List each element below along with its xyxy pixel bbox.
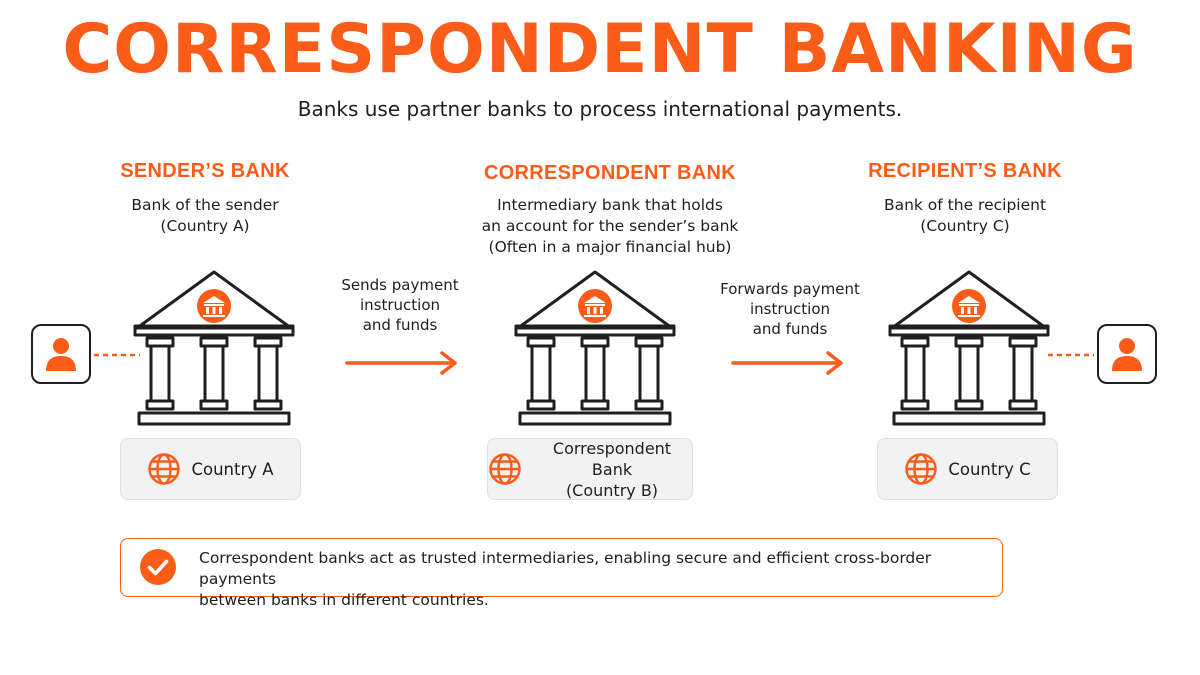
globe-icon	[905, 453, 938, 485]
bank-emblem-icon	[952, 289, 986, 323]
correspondent-country-line: Correspondent Bank	[552, 438, 672, 479]
recipient-bank-building-icon	[888, 270, 1050, 426]
globe-icon	[489, 453, 521, 485]
correspondent-bank-description: Intermediary bank that holds an account …	[440, 195, 780, 258]
page-subtitle: Banks use partner banks to process inter…	[297, 97, 903, 121]
check-circle-icon	[140, 549, 176, 585]
correspondent-desc-line: an account for the sender’s bank	[481, 217, 739, 235]
person-icon	[1112, 338, 1142, 371]
correspondent-country-box: Correspondent Bank (Country B)	[487, 438, 693, 500]
recipient-desc-line: Bank of the recipient	[883, 196, 1047, 214]
sender-desc-line: Bank of the sender	[131, 196, 279, 214]
correspondent-bank-title: CORRESPONDENT BANK	[483, 162, 737, 184]
person-icon	[46, 338, 76, 371]
bank-emblem-icon	[578, 289, 612, 323]
summary-note-line: Correspondent banks act as trusted inter…	[199, 549, 932, 588]
correspondent-bank-building-icon	[514, 270, 676, 426]
sender-desc-line: (Country A)	[160, 217, 250, 235]
correspondent-country-line: (Country B)	[565, 480, 659, 500]
recipient-country-box: Country C	[877, 438, 1058, 500]
forward-arrow-right-icon	[731, 351, 843, 375]
summary-note-box: Correspondent banks act as trusted inter…	[120, 538, 1003, 609]
sender-bank-description: Bank of the sender (Country A)	[95, 195, 315, 237]
correspondent-desc-line: (Often in a major financial hub)	[488, 238, 732, 256]
arrow-label-line: Forwards payment	[720, 280, 860, 298]
forward-arrow-label: Forwards payment instruction and funds	[705, 279, 875, 339]
arrow-label-line: instruction	[359, 296, 441, 314]
correspondent-country-label: Correspondent Bank (Country B)	[532, 438, 692, 501]
recipient-country-label: Country C	[948, 459, 1031, 479]
recipient-bank-description: Bank of the recipient (Country C)	[850, 195, 1080, 237]
send-arrow-right-icon	[345, 351, 457, 375]
sender-country-label: Country A	[191, 459, 274, 479]
arrow-label-line: and funds	[362, 316, 438, 334]
arrow-label-line: Sends payment	[341, 276, 459, 294]
globe-icon	[148, 453, 181, 485]
recipient-bank-title: RECIPIENT’S BANK	[868, 160, 1062, 182]
summary-note-text: Correspondent banks act as trusted inter…	[199, 548, 989, 611]
sender-bank-title: SENDER’S BANK	[120, 160, 290, 182]
recipient-person-box	[1097, 324, 1157, 384]
summary-note-line: between banks in different countries.	[199, 591, 489, 609]
arrow-label-line: instruction	[749, 300, 831, 318]
sender-country-box: Country A	[120, 438, 301, 500]
recipient-dotted-connector	[1048, 353, 1094, 357]
send-arrow-label: Sends payment instruction and funds	[320, 275, 480, 335]
sender-dotted-connector	[94, 353, 140, 357]
recipient-desc-line: (Country C)	[920, 217, 1010, 235]
sender-person-box	[31, 324, 91, 384]
arrow-label-line: and funds	[752, 320, 828, 338]
sender-bank-building-icon	[133, 270, 295, 426]
correspondent-desc-line: Intermediary bank that holds	[497, 196, 723, 214]
bank-emblem-icon	[197, 289, 231, 323]
page-title: CORRESPONDENT BANKING	[62, 10, 1138, 89]
